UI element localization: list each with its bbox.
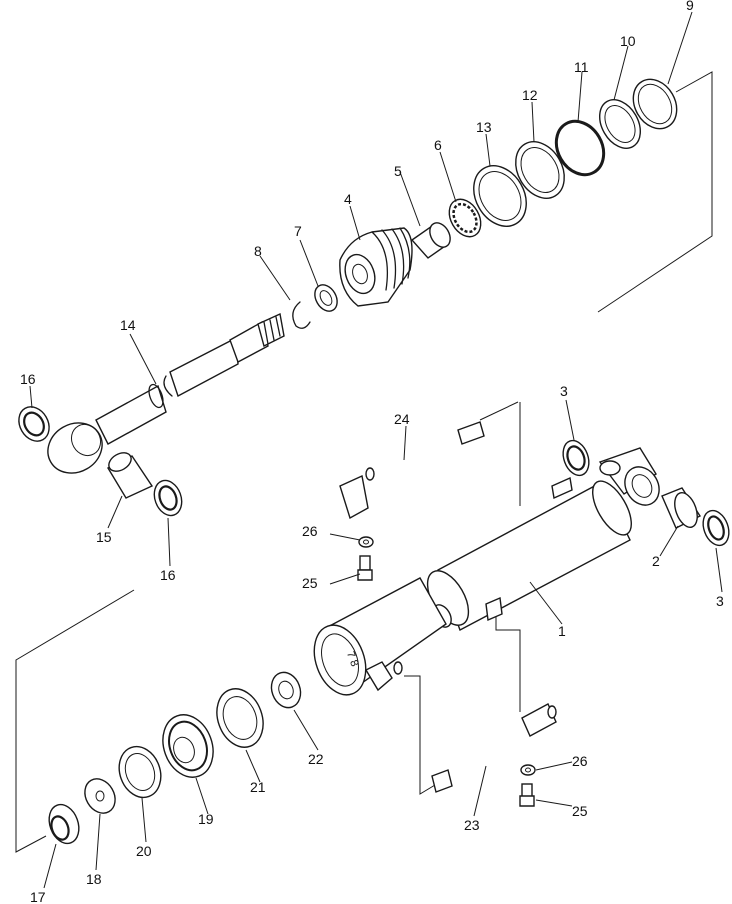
washer-18 bbox=[84, 778, 116, 814]
grouping-lines bbox=[15, 71, 713, 853]
bolt-25-upper bbox=[357, 555, 373, 581]
callout-12: 12 bbox=[522, 87, 538, 103]
nut-17 bbox=[48, 803, 80, 845]
callout-2: 2 bbox=[652, 553, 660, 569]
o-ring-11 bbox=[554, 119, 606, 177]
cylinder-tube-1 bbox=[426, 447, 660, 631]
callout-9: 9 bbox=[686, 0, 694, 13]
seal-3-right bbox=[702, 509, 730, 547]
callout-8: 8 bbox=[254, 243, 262, 259]
callout-16-left: 16 bbox=[20, 371, 36, 387]
cylinder-assembly: 7 8 bbox=[48, 421, 730, 845]
callout-4: 4 bbox=[344, 191, 352, 207]
callout-20: 20 bbox=[136, 843, 152, 859]
callout-18: 18 bbox=[86, 871, 102, 887]
cylinder-head: 7 8 bbox=[313, 577, 447, 696]
rod-end-14 bbox=[47, 383, 167, 474]
ring-13 bbox=[473, 165, 527, 227]
callout-17: 17 bbox=[30, 889, 46, 904]
tube-marking: 7 8 bbox=[344, 650, 361, 668]
callout-23: 23 bbox=[464, 817, 480, 833]
bushing-21 bbox=[216, 688, 264, 748]
piston-rod bbox=[163, 312, 285, 398]
nut-7 bbox=[314, 284, 338, 312]
callout-15: 15 bbox=[96, 529, 112, 545]
callout-7: 7 bbox=[294, 223, 302, 239]
seal-16-bottom bbox=[153, 479, 183, 517]
piston-19 bbox=[162, 714, 214, 778]
callout-14: 14 bbox=[120, 317, 136, 333]
piston-4 bbox=[339, 227, 413, 307]
callout-3-top: 3 bbox=[560, 383, 568, 399]
callout-6: 6 bbox=[434, 137, 442, 153]
washer-26-lower bbox=[520, 764, 536, 776]
callout-25-upper: 25 bbox=[302, 575, 318, 591]
callout-3-right: 3 bbox=[716, 593, 724, 609]
callout-19: 19 bbox=[198, 811, 214, 827]
bushing-2 bbox=[661, 487, 702, 529]
ring-20 bbox=[118, 745, 162, 799]
ring-12 bbox=[515, 141, 565, 199]
bushing-5 bbox=[410, 222, 451, 259]
piston-rod-assembly bbox=[18, 78, 678, 517]
bearing-6 bbox=[448, 198, 482, 238]
pipe-24 bbox=[339, 421, 485, 520]
callout-labels: 9 10 11 12 13 6 5 4 7 8 14 16 15 16 3 2 … bbox=[20, 0, 724, 904]
callout-21: 21 bbox=[250, 779, 266, 795]
nut-22 bbox=[270, 671, 302, 709]
seal-3-top bbox=[562, 439, 590, 477]
leader-lines bbox=[29, 11, 723, 889]
callout-26-lower: 26 bbox=[572, 753, 588, 769]
callout-13: 13 bbox=[476, 119, 492, 135]
callout-26-upper: 26 bbox=[302, 523, 318, 539]
pipe-23 bbox=[431, 703, 557, 793]
callout-25-lower: 25 bbox=[572, 803, 588, 819]
bushing-15 bbox=[107, 452, 154, 499]
callout-16-bottom: 16 bbox=[160, 567, 176, 583]
callout-10: 10 bbox=[620, 33, 636, 49]
callout-5: 5 bbox=[394, 163, 402, 179]
o-ring-9 bbox=[632, 78, 678, 130]
callout-1: 1 bbox=[558, 623, 566, 639]
seal-16-left bbox=[18, 406, 50, 442]
callout-24: 24 bbox=[394, 411, 410, 427]
backup-ring-10 bbox=[599, 99, 641, 149]
callout-11: 11 bbox=[574, 59, 589, 75]
washer-26-upper bbox=[358, 536, 374, 548]
snap-ring-8 bbox=[292, 301, 311, 329]
bolt-25-lower bbox=[519, 783, 535, 807]
callout-22: 22 bbox=[308, 751, 324, 767]
